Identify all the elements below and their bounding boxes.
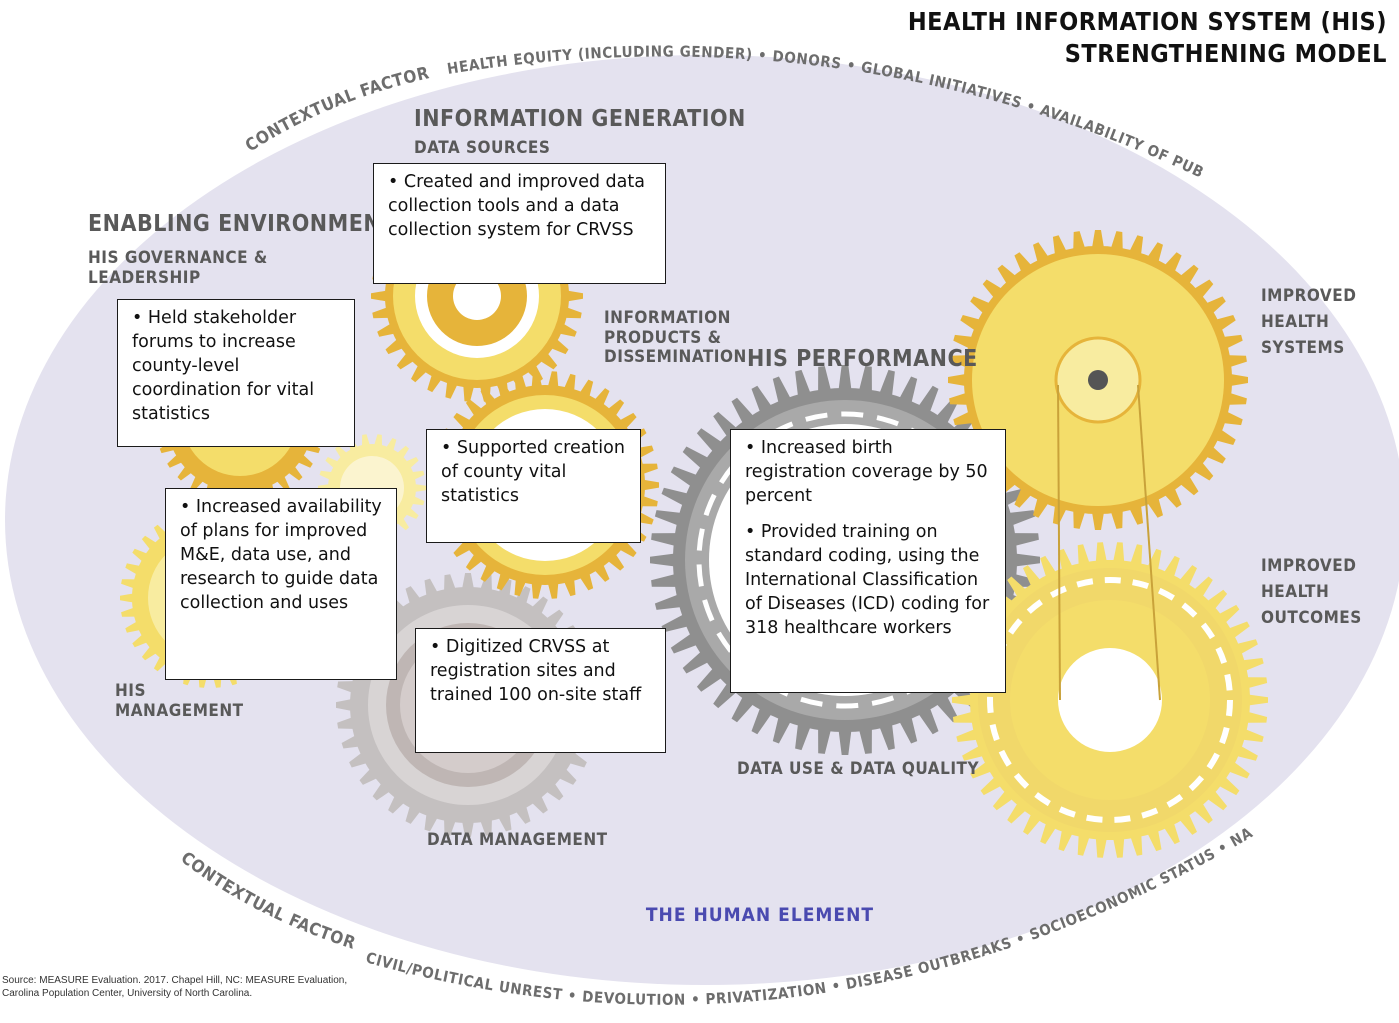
stakeholder-forums-box: Held stakeholder forums to increase coun… — [117, 299, 355, 447]
his-management-line-2: MANAGEMENT — [115, 700, 244, 721]
governance-label: HIS GOVERNANCE & LEADERSHIP — [88, 248, 268, 288]
source-line-2: Carolina Population Center, University o… — [2, 988, 253, 999]
stakeholder-forums-text: Held stakeholder forums to increase coun… — [132, 306, 344, 426]
improved-systems-line-2: HEALTH — [1261, 312, 1330, 332]
improved-outcomes-line-1: IMPROVED — [1261, 556, 1357, 576]
source-line-1: Source: MEASURE Evaluation. 2017. Chapel… — [2, 975, 348, 986]
birth-registration-text: Increased birth registration coverage by… — [745, 436, 995, 508]
improved-outcomes-line-2: HEALTH — [1261, 582, 1330, 602]
improved-outcomes-line-3: OUTCOMES — [1261, 608, 1362, 628]
vital-statistics-box: Supported creation of county vital stati… — [426, 429, 641, 543]
his-management-line-1: HIS — [115, 681, 147, 701]
digitized-crvss-box: Digitized CRVSS at registration sites an… — [415, 628, 666, 753]
information-generation-heading: INFORMATION GENERATION — [414, 106, 746, 132]
digitized-crvss-text: Digitized CRVSS at registration sites an… — [430, 635, 655, 707]
his-performance-box: Increased birth registration coverage by… — [730, 429, 1006, 693]
improved-health-systems-label: IMPROVED HEALTH SYSTEMS — [1261, 283, 1356, 361]
belt-left — [1057, 384, 1061, 701]
info-products-label: INFORMATION PRODUCTS & DISSEMINATION — [604, 308, 747, 368]
belt-right — [1137, 384, 1161, 701]
diagram-title: HEALTH INFORMATION SYSTEM (HIS) STRENGTH… — [908, 6, 1387, 70]
gear-data-sources-icon-ring-3 — [453, 272, 501, 320]
governance-label-line-1: HIS GOVERNANCE & — [88, 248, 268, 268]
data-collection-text: Created and improved data collection too… — [388, 170, 655, 242]
improved-systems-line-3: SYSTEMS — [1261, 338, 1345, 358]
gear-systems-icon-ring-2 — [1088, 370, 1108, 390]
governance-label-line-2: LEADERSHIP — [88, 267, 201, 288]
info-products-line-1: INFORMATION — [604, 308, 731, 328]
me-plans-text: Increased availability of plans for impr… — [180, 495, 386, 615]
title-line-2: STRENGTHENING MODEL — [1064, 39, 1387, 68]
improved-systems-line-1: IMPROVED — [1261, 286, 1357, 306]
data-sources-label: DATA SOURCES — [414, 138, 551, 158]
vital-statistics-text: Supported creation of county vital stati… — [441, 436, 630, 508]
title-line-1: HEALTH INFORMATION SYSTEM (HIS) — [907, 7, 1387, 36]
info-products-line-3: DISSEMINATION — [604, 347, 747, 368]
icd-training-text: Provided training on standard coding, us… — [745, 520, 995, 640]
his-performance-heading: HIS PERFORMANCE — [747, 346, 978, 372]
gear-outcomes-icon-ring-3 — [1058, 648, 1162, 752]
info-products-line-2: PRODUCTS & — [604, 327, 722, 348]
enabling-environment-heading: ENABLING ENVIRONMENT — [88, 211, 396, 237]
data-management-label: DATA MANAGEMENT — [427, 830, 608, 850]
his-management-label: HIS MANAGEMENT — [115, 681, 244, 721]
source-citation: Source: MEASURE Evaluation. 2017. Chapel… — [2, 974, 362, 1000]
data-use-label: DATA USE & DATA QUALITY — [737, 759, 980, 779]
human-element-label: THE HUMAN ELEMENT — [645, 904, 875, 926]
improved-health-outcomes-label: IMPROVED HEALTH OUTCOMES — [1261, 553, 1362, 631]
data-collection-box: Created and improved data collection too… — [373, 163, 666, 284]
me-plans-box: Increased availability of plans for impr… — [165, 488, 397, 680]
gear-outcomes-icon-ring-1 — [987, 577, 1233, 823]
